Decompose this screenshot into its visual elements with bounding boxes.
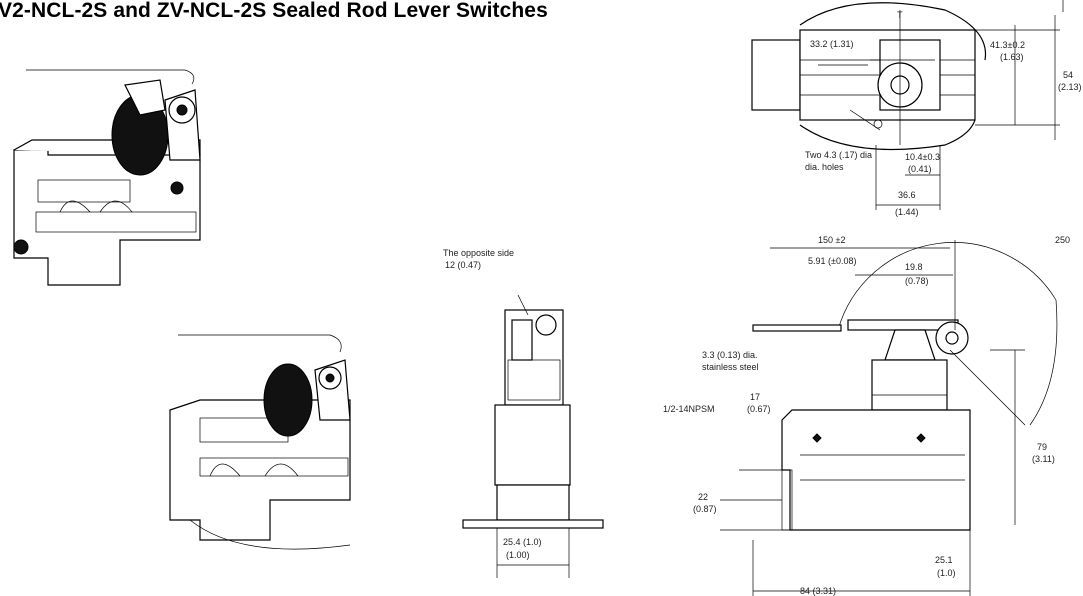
dim-r-17: 17 xyxy=(750,392,760,402)
dim-top-d2: (1.44) xyxy=(895,207,919,217)
dim-mid-a2: (1.00) xyxy=(506,550,530,560)
dim-mid-a: 25.4 (1.0) xyxy=(503,537,542,547)
side-view-drawing xyxy=(462,294,604,578)
dim-r-25b: (1.0) xyxy=(937,568,956,578)
dimension-labels: T 33.2 (1.31) 41.3±0.2 (1.63) 54 (2.13) … xyxy=(443,10,1082,596)
note-opposite-dim: 12 (0.47) xyxy=(445,260,481,270)
dim-r-250: 250 xyxy=(1055,235,1070,245)
dim-r-22b: (0.87) xyxy=(693,504,717,514)
dim-r-20: 19.8 xyxy=(905,262,923,272)
dim-r-150b: 5.91 (±0.08) xyxy=(808,256,856,266)
dim-top-d: 36.6 xyxy=(898,190,916,200)
page-title: V2-NCL-2S and ZV-NCL-2S Sealed Rod Lever… xyxy=(0,0,548,22)
switch-illustration-upper xyxy=(13,69,201,286)
dim-r-rod: 3.3 (0.13) dia. xyxy=(702,350,758,360)
dim-top-mount: Two 4.3 (.17) dia xyxy=(805,150,872,160)
plan-view-drawing xyxy=(751,0,1064,210)
note-opposite-side: The opposite side xyxy=(443,248,514,258)
dim-r-22: 22 xyxy=(698,492,708,502)
dim-top-b2: (1.63) xyxy=(1000,52,1024,62)
dim-top-t: T xyxy=(897,10,903,20)
dim-top-a: 33.2 (1.31) xyxy=(810,39,854,49)
dim-r-84: 84 (3.31) xyxy=(800,586,836,596)
dim-r-25: 25.1 xyxy=(935,555,953,565)
switch-illustration-lower xyxy=(169,334,351,550)
dim-top-b: 41.3±0.2 xyxy=(990,40,1025,50)
dim-top-54b: (2.13) xyxy=(1058,82,1082,92)
dim-top-c2: (0.41) xyxy=(908,164,932,174)
dim-top-c: 10.4±0.3 xyxy=(905,152,940,162)
dim-r-npsm: 1/2-14NPSM xyxy=(663,404,715,414)
dim-r-79b: (3.11) xyxy=(1032,454,1055,464)
dim-r-79: 79 xyxy=(1037,442,1047,452)
dim-r-rod2: stainless steel xyxy=(702,362,759,372)
dim-top-54: 54 xyxy=(1063,70,1073,80)
dim-top-mount2: dia. holes xyxy=(805,162,844,172)
front-view-drawing xyxy=(720,240,1058,596)
dim-r-20b: (0.78) xyxy=(905,276,929,286)
dim-r-150: 150 ±2 xyxy=(818,235,845,245)
dim-r-17b: (0.67) xyxy=(747,404,771,414)
